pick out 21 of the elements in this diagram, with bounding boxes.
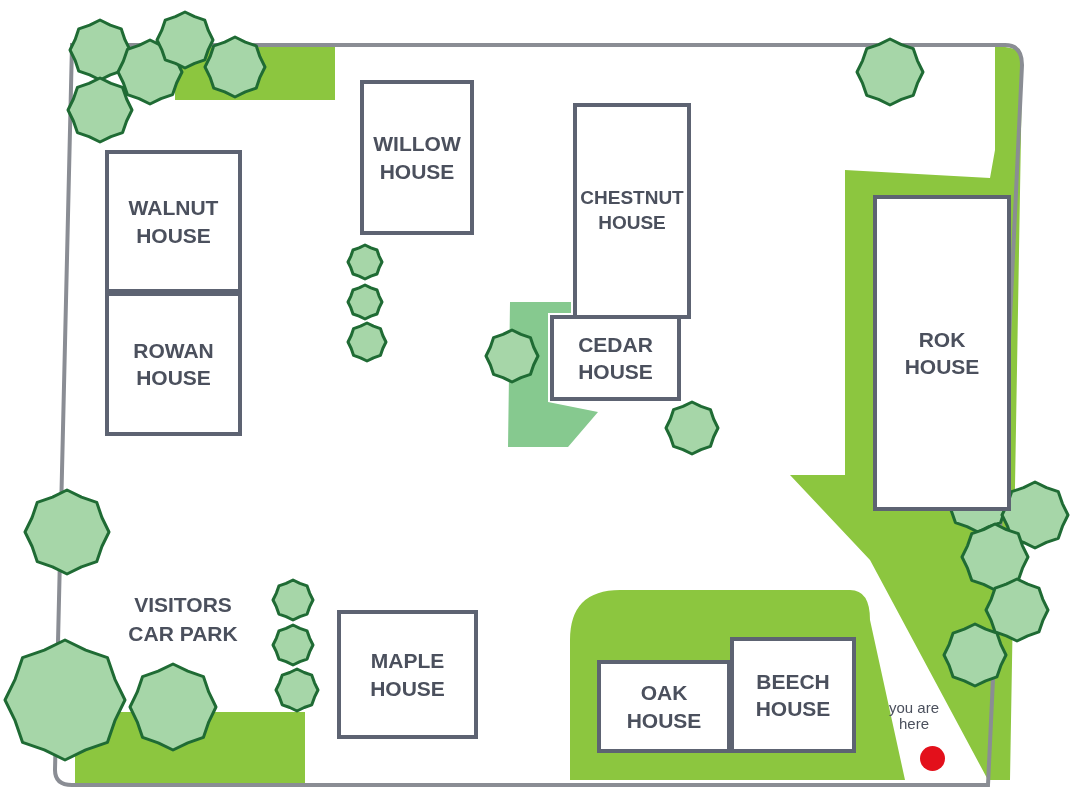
building-name: MAPLE HOUSE — [370, 648, 445, 702]
building — [550, 315, 681, 401]
building-name: ROK HOUSE — [904, 326, 980, 380]
building-name: WALNUT HOUSE — [128, 195, 219, 249]
building-name: OAK HOUSE — [626, 680, 702, 734]
building-name: CEDAR HOUSE — [578, 331, 653, 385]
building — [105, 292, 242, 436]
building-name: BEECH HOUSE — [755, 668, 831, 722]
building — [730, 637, 856, 753]
building-name: ROWAN HOUSE — [133, 337, 214, 391]
building-name: WILLOW HOUSE — [373, 131, 461, 185]
area-label: VISITORS CAR PARK — [127, 592, 239, 648]
building — [360, 80, 474, 235]
building — [873, 195, 1011, 511]
location-dot — [920, 746, 945, 771]
building — [573, 103, 691, 319]
building — [337, 610, 478, 739]
building-name: CHESTNUT HOUSE — [580, 186, 684, 235]
building — [597, 660, 731, 753]
you-are-here-text: you are here — [887, 700, 940, 732]
building — [105, 150, 242, 293]
